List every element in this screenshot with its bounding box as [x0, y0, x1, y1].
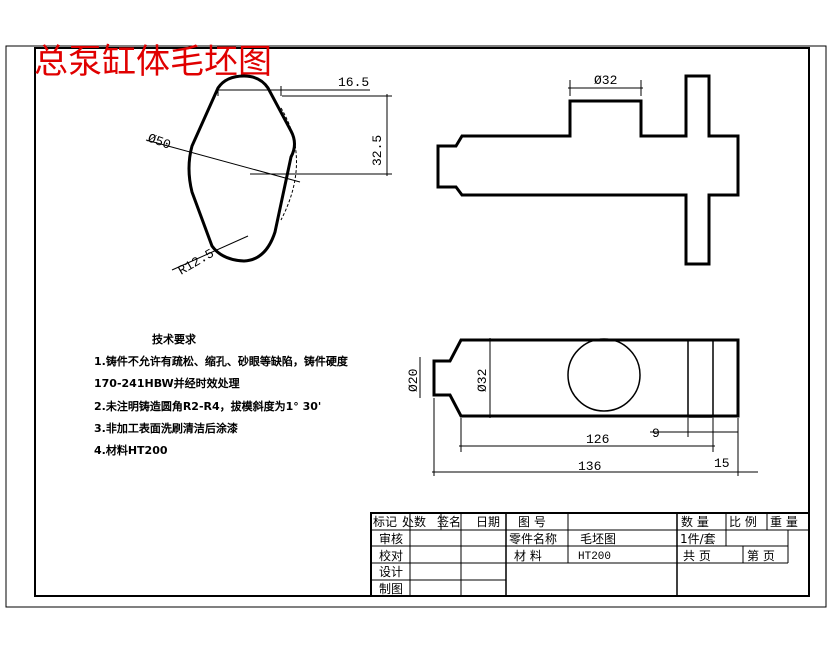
tb-qianming: 签名	[437, 514, 461, 529]
body-top-outline	[436, 74, 740, 266]
dim-phi32-top: Ø32	[594, 73, 617, 88]
dim-126: 126	[586, 432, 609, 447]
dim-15: 15	[714, 456, 730, 471]
drawing-title: 总泵缸体毛坯图	[34, 42, 272, 82]
bore-circle	[567, 338, 641, 412]
flange-outline	[187, 74, 296, 263]
tb-part-name-label: 零件名称	[509, 531, 557, 546]
tb-gong: 共 页	[683, 549, 711, 563]
dim-16-5: 16.5	[338, 75, 369, 90]
body-side-view	[419, 338, 758, 476]
dim-32-5: 32.5	[370, 135, 385, 166]
notes-line-4: 3.非加工表面洗刷清洁后涂漆	[94, 421, 238, 435]
tb-sheji: 设计	[379, 565, 403, 579]
notes-line-2: 170-241HBW并经时效处理	[94, 376, 240, 390]
tb-material: HT200	[578, 551, 611, 563]
tb-chushu: 处数	[402, 514, 426, 529]
tb-quantity: 1件/套	[680, 532, 716, 546]
tb-part-name: 毛坯图	[580, 532, 616, 546]
tb-di: 第 页	[747, 549, 775, 563]
dim-phi50: Ø50	[146, 131, 173, 153]
tb-bili: 比 例	[729, 515, 757, 529]
flange-phantom-arc	[280, 107, 297, 221]
outer-border	[5, 45, 827, 608]
notes-line-5: 4.材料HT200	[94, 443, 168, 457]
notes-line-1: 1.铸件不允许有疏松、缩孔、砂眼等缺陷，铸件硬度	[94, 354, 349, 368]
dim-136: 136	[578, 459, 601, 474]
dim-phi32-side: Ø32	[475, 369, 490, 392]
technical-notes: 技术要求 1.铸件不允许有疏松、缩孔、砂眼等缺陷，铸件硬度 170-241HBW…	[94, 332, 349, 457]
body-side-outline	[432, 338, 740, 418]
tb-shuliang: 数 量	[681, 514, 709, 529]
body-top-view	[436, 74, 740, 266]
boss-rect	[687, 339, 714, 418]
tb-shenhe: 审核	[379, 531, 403, 546]
flange-front-view	[145, 74, 392, 271]
tb-material-label: 材 料	[514, 549, 542, 563]
tb-tuhao: 图 号	[518, 515, 546, 529]
dim-r12-5: R12.5	[176, 246, 217, 278]
notes-heading: 技术要求	[152, 332, 197, 346]
tb-zhitu: 制图	[379, 582, 403, 596]
tb-riqi: 日期	[476, 515, 500, 529]
tb-zhongliang: 重 量	[770, 515, 798, 529]
tb-biaoji: 标记	[373, 515, 397, 529]
title-block	[370, 512, 810, 597]
dim-9: 9	[652, 426, 660, 441]
dim-phi20: Ø20	[406, 369, 421, 392]
notes-line-3: 2.未注明铸造圆角R2-R4，拔模斜度为1° 30'	[94, 399, 321, 413]
tb-jiaodui: 校对	[379, 548, 403, 563]
